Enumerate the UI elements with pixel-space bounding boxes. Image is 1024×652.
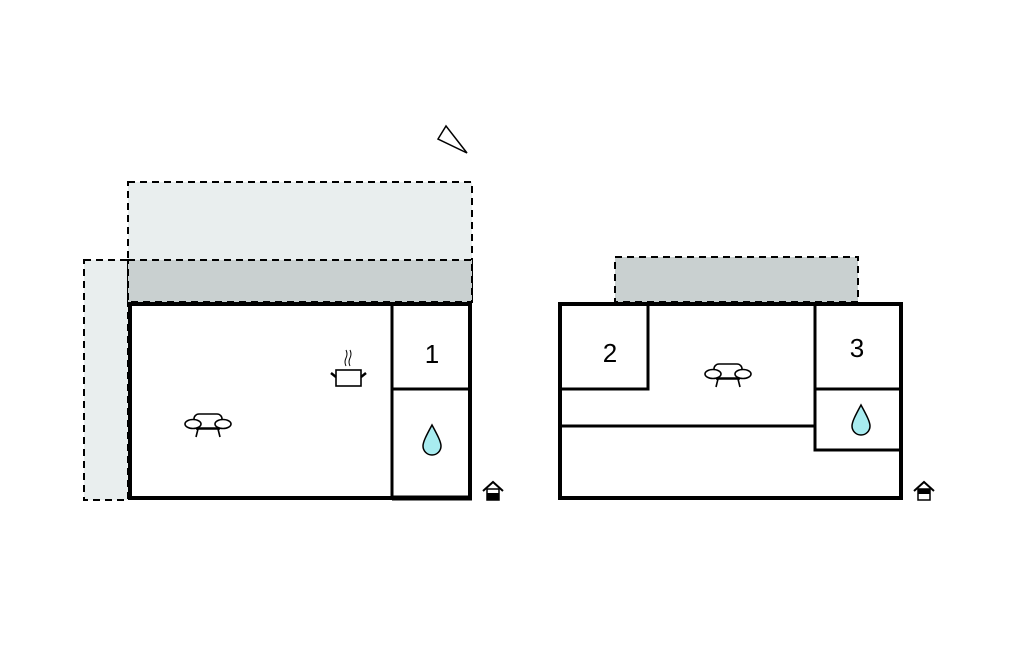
compass-icon xyxy=(436,124,468,154)
room-label-2: 2 xyxy=(603,338,617,368)
cooking-pot-icon xyxy=(330,349,367,387)
building-left xyxy=(128,302,472,501)
room-label-1: 1 xyxy=(425,339,439,369)
entrance-icon xyxy=(913,480,935,501)
terrace-left xyxy=(83,259,129,501)
sofa-icon xyxy=(184,413,232,438)
entrance-icon xyxy=(482,480,504,501)
terrace-right xyxy=(614,256,859,303)
water-drop-icon xyxy=(422,423,442,456)
building-right xyxy=(558,302,903,500)
water-drop-icon xyxy=(851,403,871,436)
sofa-icon xyxy=(704,363,752,388)
terrace-covered xyxy=(127,259,473,303)
room-label-3: 3 xyxy=(850,333,864,363)
